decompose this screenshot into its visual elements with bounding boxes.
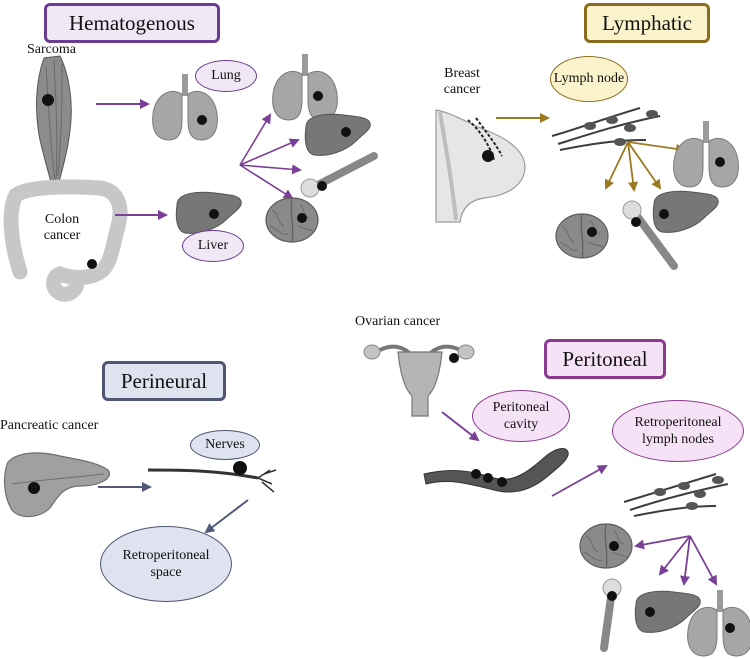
hematogenous-panel [3,53,378,302]
ovary-to-cavity-arrow [441,411,480,442]
lymph-vessel-icon [623,473,729,517]
colon-icon [3,179,128,302]
lymphatic-title: Lymphatic [584,3,710,43]
bone-icon [622,200,678,270]
liver-bubble: Liver [182,230,244,262]
pancreatic-cancer-label: Pancreatic cancer [0,418,99,433]
lung-icon [272,53,338,121]
colon-cancer-label: Colon cancer [43,212,81,243]
liver-icon [304,113,371,156]
peritoneal-spread-arrows [634,535,717,586]
lung-icon [673,120,739,188]
breast-icon [435,109,526,223]
bone-icon [300,152,378,198]
lymphatic-panel [435,107,739,270]
bone-icon [600,578,622,652]
lung-bubble: Lung [195,60,257,92]
ovarian-cancer-label: Ovarian cancer [355,314,441,329]
uterus-icon [363,344,475,417]
peritoneum-icon [423,448,569,493]
breast-cancer-label: Breast cancer [443,66,481,97]
spread-arrows [239,113,302,200]
nerve-icon [147,461,277,493]
muscle-icon [36,55,72,187]
lymph-node-bubble: Lymph node [550,56,628,102]
cavity-to-nodes-arrow [551,465,608,497]
nerve-to-retroperitoneal-arrow [204,499,249,534]
sarcoma-label: Sarcoma [27,42,76,57]
lymph-vessel-icon [551,107,661,151]
peritoneal-panel [363,344,750,657]
brain-icon [555,213,609,259]
lymph-spread-arrows [604,141,686,192]
nerves-bubble: Nerves [190,430,260,460]
hematogenous-title: Hematogenous [44,3,220,43]
retroperitoneal-lymph-nodes-bubble: Retroperitoneal lymph nodes [612,400,744,462]
liver-icon [175,191,242,234]
peritoneal-title: Peritoneal [544,339,666,379]
brain-icon [265,197,319,243]
retroperitoneal-space-bubble: Retroperitoneal space [100,526,232,602]
perineural-title: Perineural [102,361,226,401]
brain-icon [579,523,633,569]
peritoneal-cavity-bubble: Peritoneal cavity [472,390,570,442]
pancreas-icon [3,452,110,518]
perineural-panel [3,452,277,534]
